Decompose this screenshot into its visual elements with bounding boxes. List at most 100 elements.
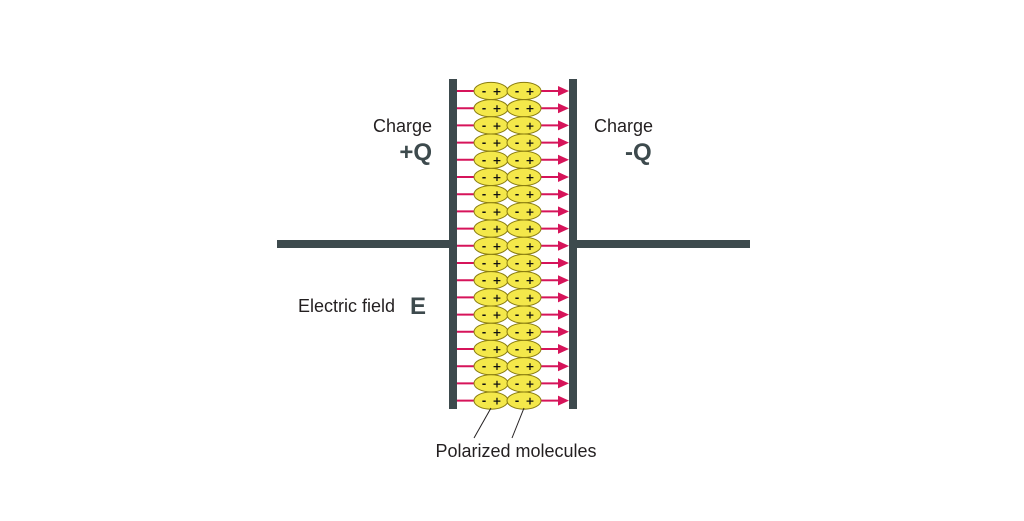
molecule-minus-sign: - — [482, 188, 487, 201]
field-arrow-head — [558, 137, 569, 148]
molecule-plus-sign: + — [525, 119, 534, 132]
polarized-molecule: -+ — [506, 374, 542, 393]
molecule-minus-sign: - — [482, 205, 487, 218]
molecule-minus-sign: - — [515, 85, 520, 98]
molecule-minus-sign: - — [515, 257, 520, 270]
polarized-molecule: -+ — [506, 391, 542, 410]
polarized-molecule: -+ — [506, 116, 542, 135]
molecule-minus-sign: - — [482, 395, 487, 408]
field-arrow-head — [558, 172, 569, 182]
molecule-minus-sign: - — [482, 291, 487, 304]
field-arrow-head — [558, 86, 569, 96]
polarized-molecule: -+ — [473, 357, 509, 376]
left-plate — [449, 79, 457, 409]
molecule-minus-sign: - — [482, 137, 487, 150]
molecule-plus-sign: + — [525, 395, 534, 408]
molecule-plus-sign: + — [525, 326, 534, 339]
molecule-plus-sign: + — [492, 360, 501, 373]
molecule-minus-sign: - — [515, 205, 520, 218]
field-arrow-head — [558, 309, 569, 320]
right-lead-wire — [573, 240, 750, 248]
molecule-minus-sign: - — [515, 223, 520, 236]
right-plate — [569, 79, 577, 409]
polarized-molecule: -+ — [473, 253, 509, 273]
field-arrow-head — [558, 361, 569, 372]
molecule-minus-sign: - — [482, 171, 487, 184]
molecule-plus-sign: + — [492, 257, 501, 270]
field-arrow-head — [558, 292, 569, 303]
field-arrow-head — [558, 275, 569, 286]
molecule-plus-sign: + — [525, 102, 534, 115]
molecule-plus-sign: + — [525, 188, 534, 201]
molecule-minus-sign: - — [482, 343, 487, 356]
molecule-plus-sign: + — [492, 205, 501, 218]
molecule-minus-sign: - — [515, 360, 520, 373]
polarized-molecule: -+ — [473, 219, 509, 238]
molecule-minus-sign: - — [482, 119, 487, 132]
electric-field-symbol: E — [410, 293, 426, 320]
right-charge-value: -Q — [625, 139, 652, 166]
molecule-plus-sign: + — [525, 137, 534, 150]
polarized-molecule: -+ — [473, 150, 509, 169]
field-arrow-head — [558, 378, 569, 389]
molecule-minus-sign: - — [515, 343, 520, 356]
molecule-plus-sign: + — [492, 395, 501, 408]
polarized-molecule: -+ — [506, 253, 542, 273]
molecule-plus-sign: + — [492, 171, 501, 184]
polarized-molecule: -+ — [473, 236, 509, 255]
molecule-plus-sign: + — [492, 309, 501, 322]
polarized-molecules-caption: Polarized molecules — [435, 441, 596, 461]
field-arrow-head — [558, 258, 569, 268]
field-arrow-head — [558, 206, 569, 217]
molecule-plus-sign: + — [525, 240, 534, 253]
molecule-pointer-line-right — [511, 407, 525, 439]
molecule-pointer-line-left — [473, 407, 492, 439]
molecule-minus-sign: - — [482, 85, 487, 98]
molecule-plus-sign: + — [525, 257, 534, 270]
molecule-minus-sign: - — [515, 240, 520, 253]
field-arrow-head — [558, 223, 569, 234]
polarized-molecule: -+ — [506, 357, 542, 376]
molecule-plus-sign: + — [492, 137, 501, 150]
field-arrow-head — [558, 103, 569, 114]
polarized-molecule: -+ — [506, 322, 542, 341]
polarized-molecule: -+ — [473, 339, 509, 359]
molecule-minus-sign: - — [515, 326, 520, 339]
left-lead-wire — [277, 240, 453, 248]
molecule-plus-sign: + — [525, 85, 534, 98]
molecule-plus-sign: + — [492, 223, 501, 236]
field-arrow-head — [558, 395, 569, 406]
molecule-plus-sign: + — [492, 274, 501, 287]
polarized-molecule: -+ — [506, 236, 542, 255]
molecule-minus-sign: - — [482, 274, 487, 287]
molecule-minus-sign: - — [515, 377, 520, 390]
polarized-molecule: -+ — [473, 322, 509, 341]
polarized-molecule: -+ — [473, 81, 509, 101]
polarized-molecule: -+ — [473, 271, 509, 290]
molecule-plus-sign: + — [492, 119, 501, 132]
field-arrow-head — [558, 344, 569, 354]
polarized-molecule: -+ — [506, 150, 542, 169]
molecule-plus-sign: + — [492, 377, 501, 390]
molecule-plus-sign: + — [492, 102, 501, 115]
polarized-molecule: -+ — [473, 133, 509, 152]
molecule-minus-sign: - — [482, 102, 487, 115]
polarized-molecule: -+ — [473, 167, 509, 187]
molecule-plus-sign: + — [492, 85, 501, 98]
left-charge-value: +Q — [399, 139, 432, 166]
molecule-plus-sign: + — [525, 291, 534, 304]
molecule-minus-sign: - — [482, 154, 487, 167]
molecule-minus-sign: - — [482, 377, 487, 390]
field-arrow-head — [558, 120, 569, 131]
polarized-molecule: -+ — [506, 133, 542, 152]
field-arrow-head — [558, 240, 569, 251]
polarized-molecule: -+ — [506, 202, 542, 221]
polarized-molecule: -+ — [506, 305, 542, 324]
right-charge-label: Charge — [594, 116, 653, 136]
molecule-minus-sign: - — [515, 171, 520, 184]
molecule-plus-sign: + — [525, 274, 534, 287]
molecule-plus-sign: + — [525, 377, 534, 390]
polarized-molecule: -+ — [473, 305, 509, 324]
molecule-minus-sign: - — [482, 360, 487, 373]
